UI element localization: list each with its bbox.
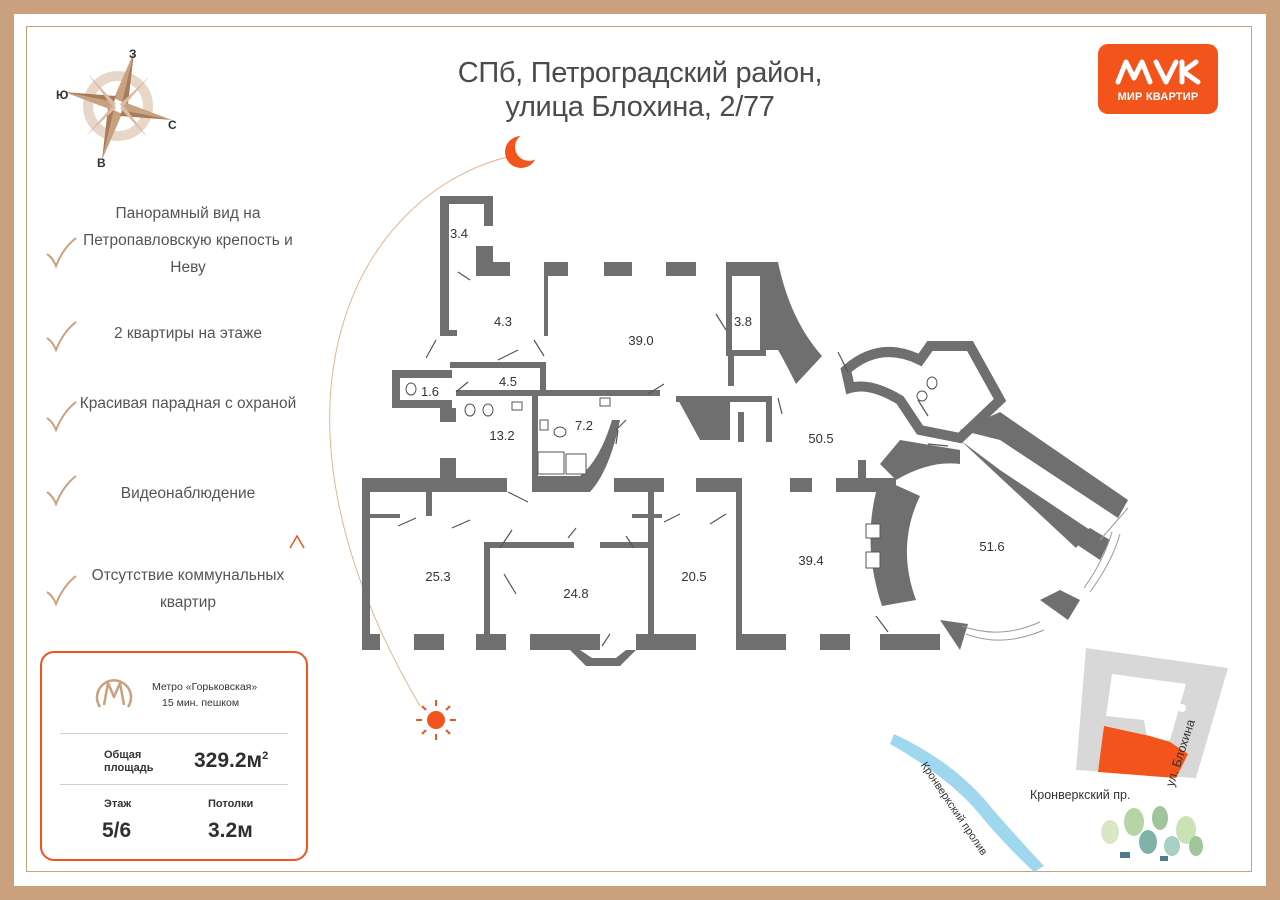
compass-west-label: З [129,47,137,61]
location-map [890,648,1228,872]
room-area-label: 1.6 [421,384,439,399]
checkmark-icon [46,237,77,269]
area-unit-superscript: 2 [262,750,269,762]
room-area-label: 25.3 [425,569,450,584]
floor-value: 5/6 [102,819,132,842]
room-area-label: 3.4 [450,226,468,241]
park-trees-icon [1101,806,1203,861]
total-area-number: 329.2м [194,749,263,772]
compass-rose-icon [64,52,172,160]
room-area-label: 7.2 [575,418,593,433]
checkmark-icon [46,575,77,607]
ceiling-value: 3.2м [208,819,253,842]
compass-south-label: Ю [56,88,69,102]
total-area-value: 329.2м2 [194,749,268,773]
inner-border [26,26,1252,872]
prospect-label: Кронверкский пр. [1030,788,1131,802]
door-lines [397,271,949,647]
feature-text: Видеонаблюдение [120,485,256,502]
checkmark-icon [46,475,77,507]
sun-path-arrow [289,534,305,549]
moon-icon [505,133,543,168]
room-area-label: 50.5 [808,431,833,446]
courtyard [1106,674,1186,742]
curved-windows [961,507,1129,641]
brand-logo[interactable]: МИР КВАРТИР [1098,44,1218,114]
compass-east-label: В [97,156,106,170]
river-strait [890,734,1044,872]
room-area-label: 4.5 [499,374,517,389]
room-area-label: 24.8 [563,586,588,601]
apartment-marker [1098,726,1188,778]
room-area-label: 4.3 [494,314,512,329]
logo-mark-icon [1115,59,1201,85]
compass-rose: З Ю С В [50,44,180,174]
info-box: Метро «Горьковская» 15 мин. пешком Общая… [40,651,308,861]
floor-label: Этаж [104,798,132,810]
metro-name: Метро «Горьковская» [152,681,258,693]
feature-text: Отсутствие коммунальных квартир [91,567,285,611]
bathroom-fixtures [405,376,938,569]
sun-path-arc [329,155,513,707]
divider [60,784,288,785]
room-area-label: 39.4 [798,553,823,568]
compass-north-label: С [168,118,177,132]
logo-text: МИР КВАРТИР [1117,91,1199,103]
checkmark-icon [46,401,77,433]
feature-text: Панорамный вид на Петропавловскую крепос… [83,205,293,276]
feature-text: 2 квартиры на этаже [113,325,263,342]
title-line-2: улица Блохина, 2/77 [505,91,775,123]
room-area-label: 39.0 [628,333,653,348]
ceiling-label: Потолки [208,798,254,810]
walls [362,196,1128,666]
feature-text: Красивая парадная с охраной [79,395,297,412]
room-area-label: 20.5 [681,569,706,584]
checkmark-icon [46,321,77,353]
room-area-label: 51.6 [979,539,1004,554]
title-line-1: СПб, Петроградский район, [457,57,823,89]
room-area-label: 13.2 [489,428,514,443]
total-area-label: Общая площадь [104,749,154,774]
page-title: СПб, Петроградский район, улица Блохина,… [380,56,900,124]
metro-logo-icon [95,679,133,708]
metro-walk-time: 15 мин. пешком [162,697,240,709]
sun-icon [416,700,456,740]
poster-frame [14,14,1266,886]
room-area-label: 3.8 [734,314,752,329]
divider [60,733,288,734]
courtyard-marker-icon [1178,704,1186,712]
